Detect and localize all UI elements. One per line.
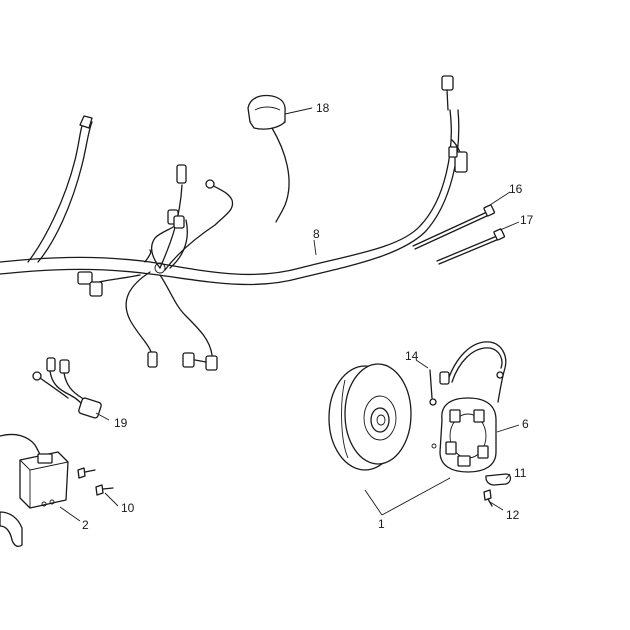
label-12: 12 [506, 508, 520, 522]
label-18: 18 [316, 101, 330, 115]
screw-part-12 [483, 489, 493, 507]
screw-part-10 [77, 467, 114, 496]
label-14: 14 [405, 349, 419, 363]
cable-tie-part-16 [412, 204, 496, 250]
leader-lines [59, 107, 520, 522]
label-8: 8 [313, 227, 320, 241]
clamp-part-11 [485, 473, 512, 486]
switch-part-18 [247, 94, 290, 223]
stator-part-6 [431, 341, 507, 473]
flywheel-rotor-part-1 [328, 363, 412, 471]
screw-part-14 [429, 369, 437, 406]
part-labels: 18 8 16 17 14 6 19 11 10 12 2 1 [82, 101, 534, 532]
label-10: 10 [121, 501, 135, 515]
wiring-harness-part-8 [0, 75, 468, 371]
label-11: 11 [514, 466, 527, 480]
label-1: 1 [378, 517, 385, 531]
label-6: 6 [522, 417, 529, 431]
sub-harness-part-19 [32, 357, 102, 419]
label-19: 19 [114, 416, 128, 430]
label-2: 2 [82, 518, 89, 532]
label-16: 16 [509, 182, 523, 196]
cable-tie-part-17 [436, 228, 506, 265]
module-part-2 [0, 433, 69, 547]
label-17: 17 [520, 213, 534, 227]
